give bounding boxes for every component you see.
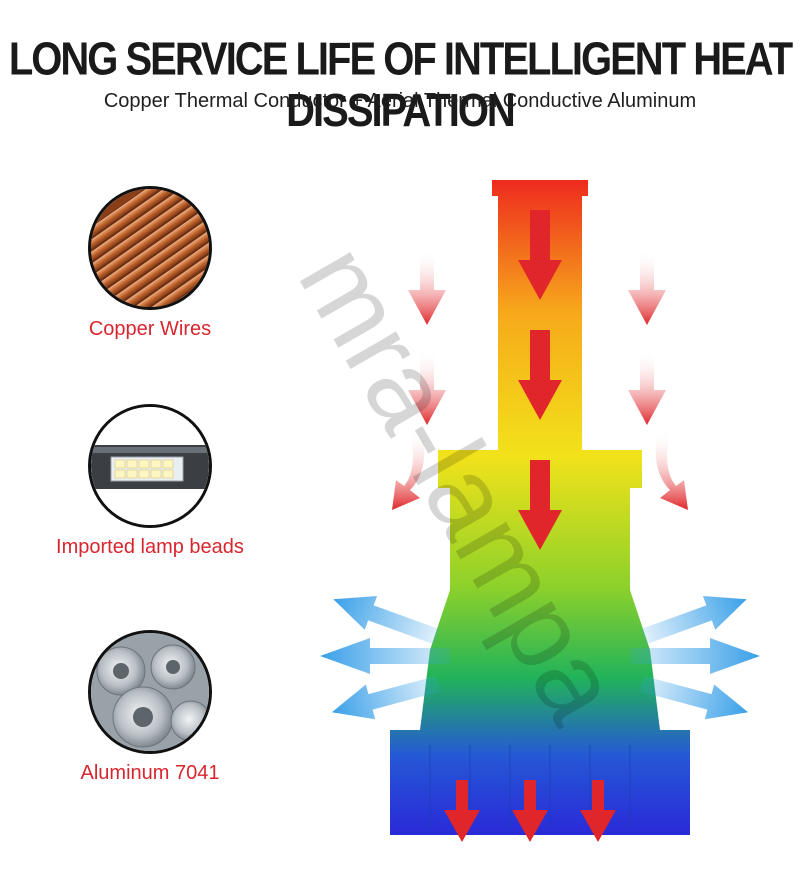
feature-copper-wires: Copper Wires bbox=[40, 186, 260, 341]
copper-wires-illustration bbox=[91, 189, 209, 307]
aluminum-rolls-icon bbox=[88, 630, 212, 754]
internal-heat-arrows bbox=[518, 210, 562, 550]
headline: LONG SERVICE LIFE OF INTELLIGENT HEAT DI… bbox=[8, 34, 793, 137]
heat-dissipation-diagram bbox=[320, 180, 760, 842]
feature-label: Imported lamp beads bbox=[56, 536, 244, 558]
feature-label: Aluminum 7041 bbox=[80, 762, 220, 784]
feature-label: Copper Wires bbox=[88, 318, 212, 340]
subheadline: Copper Thermal Conductor + Aerial Therma… bbox=[103, 90, 697, 112]
lamp-beads-illustration bbox=[91, 407, 209, 525]
aluminum-rolls-illustration bbox=[91, 633, 209, 751]
copper-wires-icon bbox=[88, 186, 212, 310]
lamp-beads-icon bbox=[88, 404, 212, 528]
feature-lamp-beads: Imported lamp beads bbox=[40, 404, 260, 559]
feature-aluminum: Aluminum 7041 bbox=[40, 630, 260, 785]
side-heat-arrows bbox=[392, 250, 688, 510]
airflow-arrows bbox=[320, 595, 760, 720]
bottom-heat-arrows bbox=[444, 780, 616, 842]
